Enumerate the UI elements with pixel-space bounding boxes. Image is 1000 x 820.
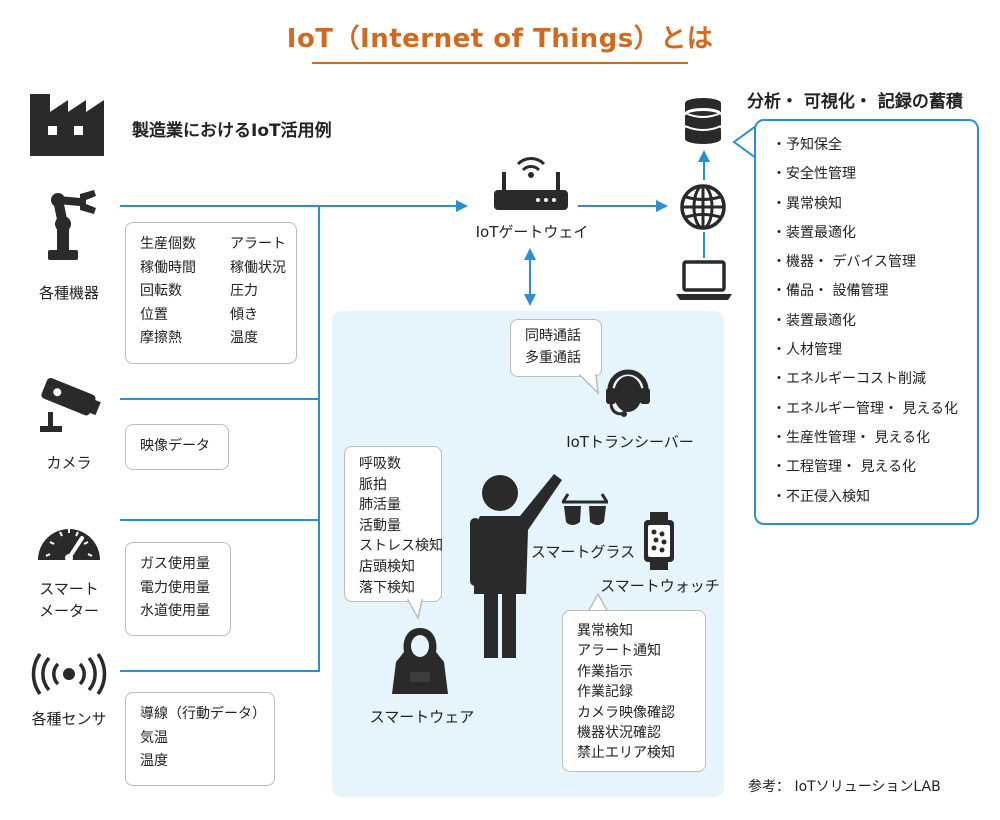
- arrow-to-gateway: [318, 200, 468, 212]
- list-item: 作業指示: [577, 663, 633, 680]
- device-box-machines: 生産個数 稼働時間 回転数 位置 摩擦熱 アラート 稼働状況 圧力 傾き 温度: [125, 222, 297, 364]
- list-item: ・異常検知: [772, 195, 842, 212]
- list-item: 落下検知: [359, 579, 415, 596]
- worker-figure-icon: [470, 474, 562, 658]
- list-item: ・機器・ デバイス管理: [772, 254, 917, 271]
- list-item: ・予知保全: [772, 137, 842, 153]
- wire-device-3: [120, 670, 320, 672]
- arrow-to-internet: [578, 200, 668, 212]
- list-item: 同時通話: [525, 328, 581, 344]
- wear-bubble-tail: [406, 598, 423, 621]
- transceiver-bubble: 同時通話 多重通話: [510, 319, 602, 377]
- headset-icon: [606, 369, 650, 417]
- list-item: 呼吸数: [359, 456, 401, 472]
- device-box-meter: ガス使用量 電力使用量 水道使用量: [125, 542, 231, 636]
- arrow-gateway-wearables: [524, 248, 536, 306]
- list-item: ・不正侵入検知: [772, 488, 870, 505]
- list-item: 温度: [140, 753, 168, 769]
- list-item: 水道使用量: [140, 603, 210, 619]
- wire-device-0: [120, 205, 320, 207]
- analysis-heading: 分析・ 可視化・ 記録の蓄積: [747, 92, 963, 112]
- robot-arm-icon: [48, 190, 96, 260]
- device-label-meter-line1: スマート: [39, 580, 99, 598]
- wire-device-2: [120, 519, 320, 521]
- wear-bubble: 呼吸数 脈拍 肺活量 活動量 ストレス検知 店頭検知 落下検知: [344, 446, 443, 602]
- list-item: 傾き: [230, 306, 258, 323]
- list-item: ・エネルギー管理・ 見える化: [772, 400, 959, 417]
- sensor-wave-icon: [31, 652, 107, 696]
- gateway-label: IoTゲートウェイ: [475, 223, 589, 241]
- list-item: 活動量: [359, 517, 401, 534]
- list-item: ・工程管理・ 見える化: [772, 459, 917, 476]
- wire-device-1: [120, 398, 320, 400]
- list-item: アラート通知: [577, 643, 661, 660]
- list-item: ・備品・ 設備管理: [772, 283, 889, 300]
- globe-icon: [680, 184, 726, 230]
- list-item: 店頭検知: [359, 558, 415, 575]
- smart-glasses-icon: [561, 493, 609, 525]
- analysis-results-box: ・予知保全 ・安全性管理 ・異常検知 ・装置最適化 ・機器・ デバイス管理 ・備…: [754, 119, 979, 525]
- list-item: ガス使用量: [140, 556, 210, 572]
- page-title: IoT（Internet of Things）とは: [286, 24, 714, 54]
- gauge-meter-icon: [38, 529, 100, 562]
- device-label-machines: 各種機器: [38, 284, 99, 302]
- list-item: ・安全性管理: [772, 166, 856, 183]
- list-item: 圧力: [230, 283, 258, 299]
- glasses-label: スマートグラス: [530, 543, 636, 561]
- list-item: ・人材管理: [772, 342, 842, 359]
- transceiver-label: IoTトランシーバー: [566, 433, 694, 451]
- list-item: 作業記録: [577, 684, 633, 701]
- list-item: 機器状況確認: [577, 725, 661, 742]
- list-item: 肺活量: [359, 497, 401, 514]
- list-item: 異常検知: [577, 623, 633, 639]
- list-item: 多重通話: [525, 350, 581, 366]
- wifi-router-icon: [494, 157, 568, 210]
- list-item: カメラ映像確認: [577, 704, 675, 721]
- list-item: ストレス検知: [359, 538, 443, 555]
- device-box-camera: 映像データ: [125, 424, 229, 470]
- laptop-icon: [676, 260, 732, 300]
- worker-bubble: 異常検知 アラート通知 作業指示 作業記録 カメラ映像確認 機器状況確認 禁止エ…: [562, 610, 706, 772]
- device-label-meter-line2: メーター: [38, 602, 99, 620]
- database-icon: [684, 98, 722, 144]
- list-item: 摩擦熱: [140, 330, 182, 346]
- title-underline: [312, 62, 688, 64]
- wear-label: スマートウェア: [369, 708, 475, 726]
- list-item: 脈拍: [359, 476, 387, 493]
- factory-icon: [30, 94, 104, 156]
- list-item: 導線（行動データ）: [140, 706, 266, 722]
- list-item: 禁止エリア検知: [577, 745, 675, 762]
- list-item: ・エネルギーコスト削減: [772, 371, 926, 388]
- security-camera-icon: [40, 377, 101, 432]
- list-item: 映像データ: [140, 438, 210, 454]
- watch-label: スマートウォッチ: [600, 577, 720, 595]
- list-item: 稼働時間: [140, 259, 196, 276]
- list-item: 温度: [230, 330, 258, 346]
- list-item: 位置: [140, 306, 168, 323]
- list-item: 稼働状況: [230, 259, 286, 276]
- list-item: 生産個数: [140, 236, 196, 252]
- transceiver-bubble-tail: [578, 373, 599, 396]
- hoodie-icon: [392, 628, 448, 694]
- device-label-camera: カメラ: [46, 454, 92, 472]
- device-label-meter: スマート メーター: [24, 578, 114, 622]
- smart-watch-icon: [644, 512, 674, 570]
- list-item: 電力使用量: [140, 579, 210, 596]
- list-item: ・装置最適化: [772, 224, 856, 241]
- list-item: ・生産性管理・ 見える化: [772, 429, 931, 446]
- list-item: 回転数: [140, 283, 182, 299]
- wire-bus: [318, 205, 320, 672]
- list-item: 気温: [140, 729, 168, 746]
- device-label-sensor: 各種センサ: [31, 710, 107, 728]
- list-item: ・装置最適化: [772, 312, 856, 329]
- device-box-sensor: 導線（行動データ） 気温 温度: [125, 692, 275, 786]
- list-item: アラート: [230, 236, 286, 252]
- arrow-to-database: [698, 150, 710, 180]
- wire-laptop-globe: [703, 232, 705, 258]
- source-credit: 参考： IoTソリューションLAB: [748, 779, 941, 795]
- manufacturing-heading: 製造業におけるIoT活用例: [132, 121, 332, 141]
